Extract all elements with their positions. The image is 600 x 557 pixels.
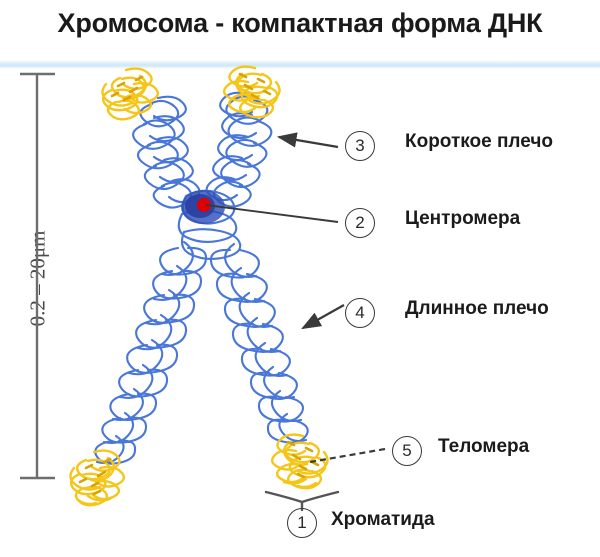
- callout-label-chromatid: Хроматида: [331, 509, 435, 530]
- scale-bar: [20, 72, 55, 480]
- callout-label-short-arm: Короткое плечо: [405, 131, 553, 152]
- telomere-bottom-left: [69, 449, 126, 507]
- telomere-bottom-right: [270, 433, 329, 490]
- callout-label-long-arm: Длинное плечо: [405, 298, 549, 319]
- telomere-top-left: [101, 67, 160, 121]
- pointer-3: [276, 132, 339, 149]
- pointer-4: [301, 304, 345, 330]
- callout-marker-4[interactable]: 4: [345, 298, 375, 328]
- centromere: [181, 190, 225, 224]
- callout-marker-1[interactable]: 1: [287, 508, 317, 538]
- callout-marker-5[interactable]: 5: [392, 436, 422, 466]
- chromatin-coils: [94, 91, 309, 465]
- pointer-5: [309, 447, 386, 464]
- pointer-2: [205, 204, 339, 223]
- callout-marker-3[interactable]: 3: [345, 131, 375, 161]
- telomere-top-right: [222, 65, 281, 119]
- callout-label-centromere: Центромера: [405, 208, 521, 229]
- page-title: Хромосома - компактная форма ДНК: [57, 8, 543, 38]
- header-divider-band: [0, 60, 600, 69]
- callout-label-telomere: Теломера: [438, 436, 530, 457]
- callout-marker-2[interactable]: 2: [345, 208, 375, 238]
